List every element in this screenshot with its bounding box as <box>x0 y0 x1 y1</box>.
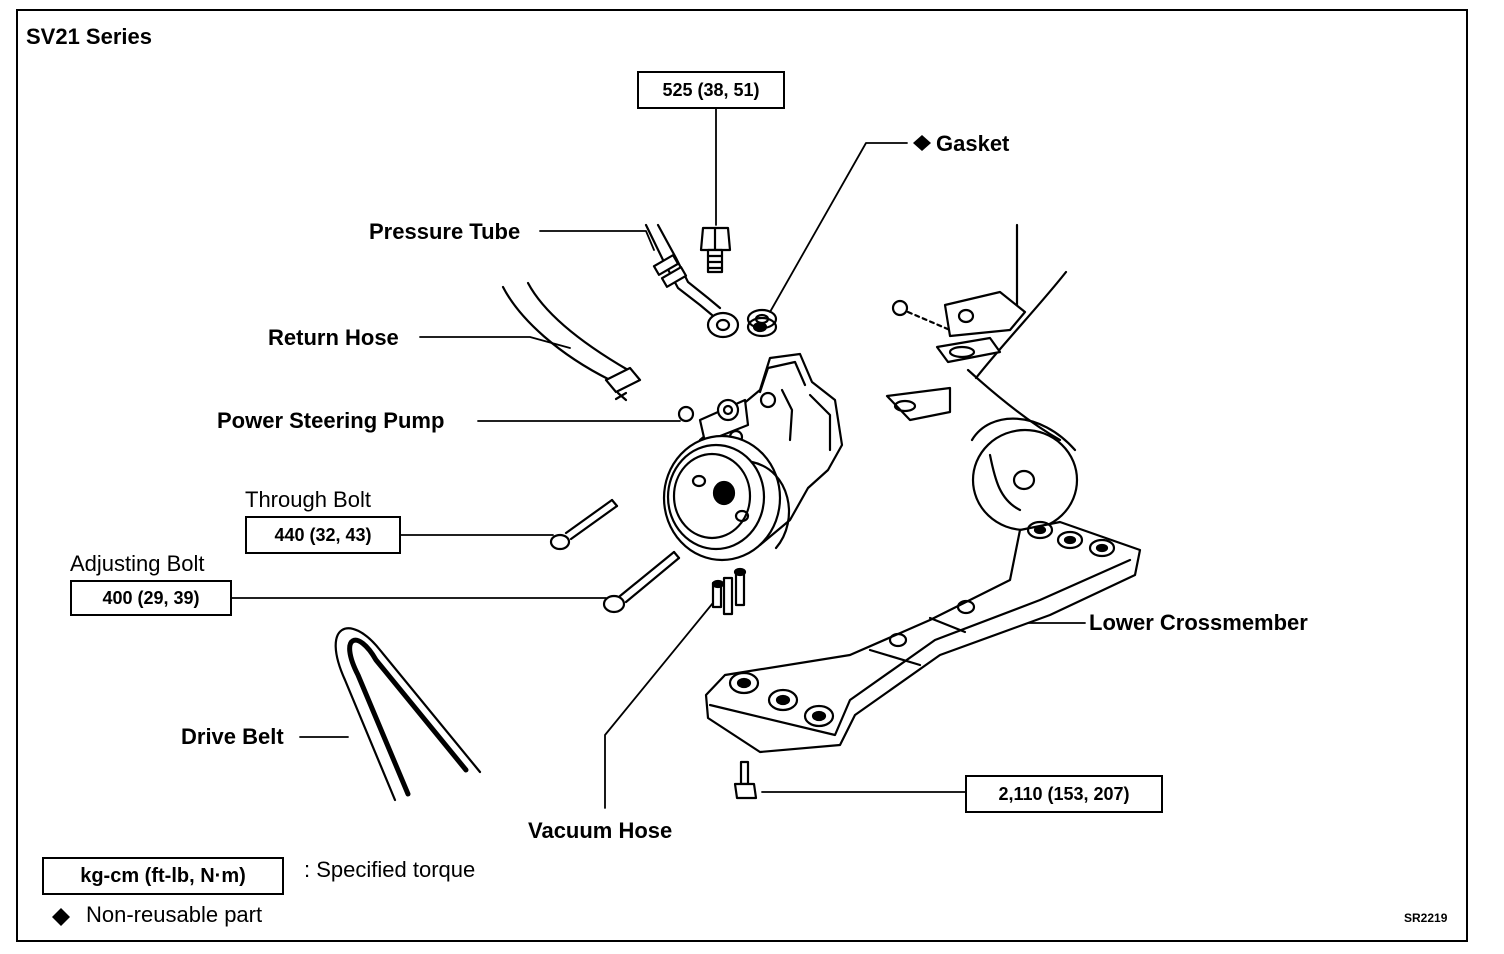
label-return-hose: Return Hose <box>268 325 399 350</box>
diagram-title: SV21 Series <box>26 24 152 49</box>
legend-unit-text: : Specified torque <box>304 857 476 882</box>
torque-box-union-bolt: 525 (38, 51) <box>637 71 785 109</box>
diagram-frame <box>16 9 1468 942</box>
pressure-tube-part <box>644 223 740 339</box>
vacuum-hose-part <box>711 567 747 616</box>
torque-box-crossmember-bolt: 2,110 (153, 207) <box>965 775 1163 813</box>
legend-diamond-icon <box>52 908 70 926</box>
legend-unit-box: kg-cm (ft-lb, N·m) <box>42 857 284 895</box>
label-pressure-tube: Pressure Tube <box>369 219 521 244</box>
torque-box-through-bolt: 440 (32, 43) <box>245 516 401 554</box>
label-drive-belt: Drive Belt <box>181 724 284 749</box>
gasket-part <box>746 308 778 338</box>
return-hose-part <box>501 281 642 402</box>
label-vacuum-hose: Vacuum Hose <box>528 818 673 843</box>
figure-id: SR2219 <box>1404 911 1448 925</box>
label-power-steering-pump: Power Steering Pump <box>217 408 445 433</box>
label-through-bolt: Through Bolt <box>245 487 371 512</box>
crossmember-bolt-part <box>733 760 758 800</box>
label-gasket: Gasket <box>936 131 1010 156</box>
pump-part <box>662 352 844 562</box>
leader-lines <box>231 107 1086 809</box>
through-bolt-part <box>549 498 619 551</box>
label-adjusting-bolt: Adjusting Bolt <box>70 551 205 576</box>
legend-nonreusable-text: Non-reusable part <box>86 902 263 927</box>
union-bolt <box>699 226 732 274</box>
adjusting-bolt-part <box>602 550 681 614</box>
lower-crossmember-part <box>704 520 1142 754</box>
engine-bracket-part <box>885 223 1079 532</box>
label-lower-crossmember: Lower Crossmember <box>1089 610 1308 635</box>
drive-belt-part <box>334 627 482 802</box>
gasket-diamond-icon <box>913 135 931 151</box>
torque-box-adjusting-bolt: 400 (29, 39) <box>70 580 232 616</box>
